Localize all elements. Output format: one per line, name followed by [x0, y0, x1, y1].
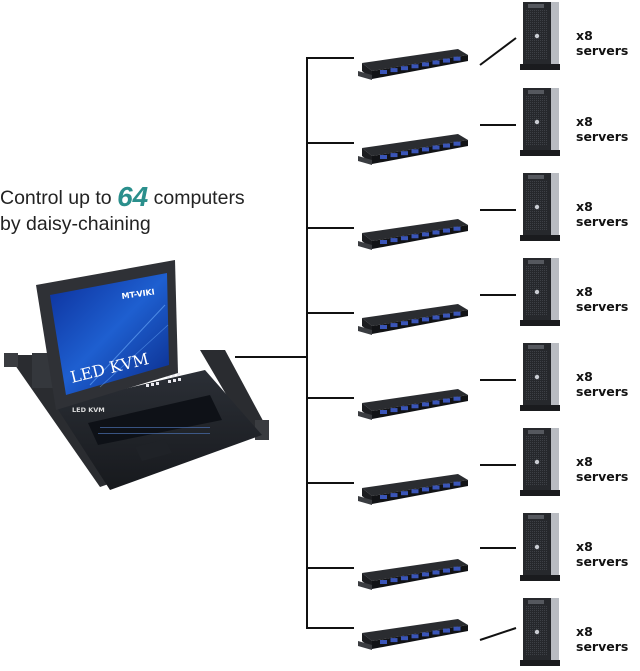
chain-branch-line: [306, 312, 354, 314]
chain-branch-line: [306, 482, 354, 484]
chain-branch-line: [306, 567, 354, 569]
server-link-line: [480, 124, 516, 126]
kvm-switch-icon: [358, 134, 468, 165]
server-count-label: x8 servers: [576, 284, 629, 314]
computer-count: 64: [117, 181, 149, 212]
server-count-label: x8 servers: [576, 199, 629, 229]
server-link-line: [480, 294, 516, 296]
server-link-line: [480, 464, 516, 466]
tower-server-icon: [520, 258, 560, 326]
chain-branch-line: [306, 57, 354, 59]
kvm-switch-icon: [358, 304, 468, 335]
headline-line-2: by daisy-chaining: [0, 213, 151, 235]
tower-server-icon: [520, 598, 560, 666]
tower-server-icon: [520, 173, 560, 241]
server-count-label: x8 servers: [576, 454, 629, 484]
server-count-label: x8 servers: [576, 114, 629, 144]
tower-server-icon: [520, 428, 560, 496]
server-link-line: [479, 37, 517, 66]
kvm-switch-icon: [358, 474, 468, 505]
server-count-label: x8 servers: [576, 624, 629, 654]
chain-branch-line: [306, 142, 354, 144]
server-count-label: x8 servers: [576, 28, 629, 58]
chain-branch-line: [306, 227, 354, 229]
server-count-label: x8 servers: [576, 369, 629, 399]
kvm-switch-icon: [358, 559, 468, 590]
headline-prefix: Control up to: [0, 187, 118, 209]
server-link-line: [480, 547, 516, 549]
server-link-line: [480, 209, 516, 211]
server-count-label: x8 servers: [576, 539, 629, 569]
server-link-line: [479, 627, 517, 641]
tower-server-icon: [520, 2, 560, 70]
tower-server-icon: [520, 343, 560, 411]
headline-line-1: Control up to 64 computers: [0, 181, 245, 212]
headline: Control up to 64 computers by daisy-chai…: [0, 181, 245, 237]
tower-server-icon: [520, 88, 560, 156]
daisy-chain-trunk: [306, 57, 308, 627]
tower-server-icon: [520, 513, 560, 581]
chain-branch-line: [306, 397, 354, 399]
kvm-switch-icon: [358, 49, 468, 80]
tray-label: LED KVM: [72, 406, 105, 414]
kvm-switch-icon: [358, 389, 468, 420]
server-link-line: [480, 379, 516, 381]
rack-lcd-kvm-console-icon: LED KVM MT-VIKI LED KVM: [4, 260, 269, 490]
kvm-switch-icon: [358, 619, 468, 650]
console-connector-line: [235, 356, 307, 358]
kvm-switch-icon: [358, 219, 468, 250]
chain-branch-line: [306, 627, 354, 629]
headline-suffix: computers: [148, 187, 245, 209]
